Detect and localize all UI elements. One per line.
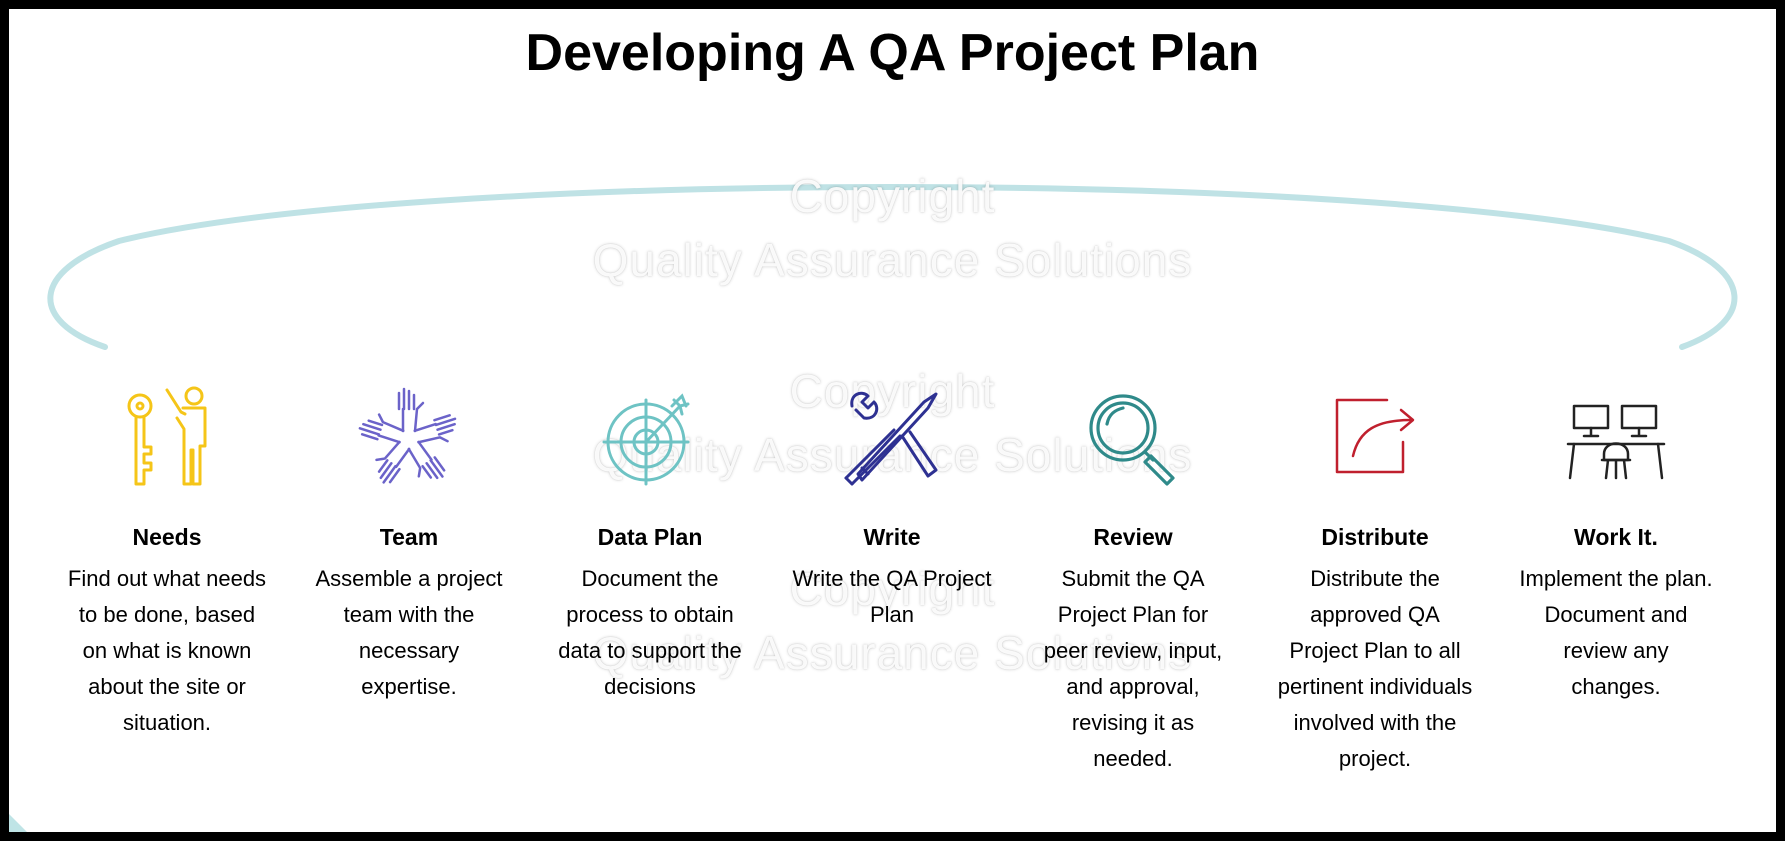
step-description: Write the QA Project Plan bbox=[792, 566, 992, 627]
step-title: Needs bbox=[132, 524, 202, 550]
step-distribute: Distribute Distribute the approved QA Pr… bbox=[1275, 384, 1475, 777]
slide: Developing A QA Project Plan Copyright Q… bbox=[9, 9, 1776, 832]
workstation-icon bbox=[1566, 404, 1666, 480]
step-title: Team bbox=[379, 524, 439, 550]
step-description: Find out what needs to be done, based on… bbox=[67, 566, 267, 735]
key-person-icon bbox=[127, 386, 207, 486]
target-icon bbox=[602, 393, 690, 486]
step-data-plan: Data Plan Document the process to obtain… bbox=[550, 384, 750, 705]
step-title: Work It. bbox=[1574, 524, 1658, 550]
step-write: Write Write the QA Project Plan bbox=[792, 384, 992, 633]
step-needs: Needs Find out what needs to be done, ba… bbox=[67, 384, 267, 741]
step-work-it: Work It. Implement the plan. Document an… bbox=[1516, 384, 1716, 705]
step-description: Assemble a project team with the necessa… bbox=[315, 566, 503, 699]
share-icon bbox=[1335, 398, 1415, 474]
tools-icon bbox=[844, 391, 938, 486]
step-team: Team Assemble a project team with the ne… bbox=[309, 384, 509, 705]
step-review: Review Submit the QA Project Plan for pe… bbox=[1033, 384, 1233, 777]
hands-team-icon bbox=[358, 387, 457, 484]
cycle-arc bbox=[47, 184, 1738, 350]
page-title: Developing A QA Project Plan bbox=[525, 24, 1260, 82]
step-description: Implement the plan. Document and review … bbox=[1519, 566, 1713, 699]
step-description: Distribute the approved QA Project Plan … bbox=[1277, 566, 1473, 771]
step-title: Review bbox=[1093, 524, 1173, 550]
step-description: Document the process to obtain data to s… bbox=[558, 566, 742, 699]
step-description: Submit the QA Project Plan for peer revi… bbox=[1043, 566, 1223, 771]
corner-accent bbox=[9, 814, 27, 832]
step-title: Data Plan bbox=[597, 524, 703, 550]
step-title: Write bbox=[863, 524, 921, 550]
step-title: Distribute bbox=[1321, 524, 1429, 550]
magnifier-icon bbox=[1089, 394, 1175, 486]
